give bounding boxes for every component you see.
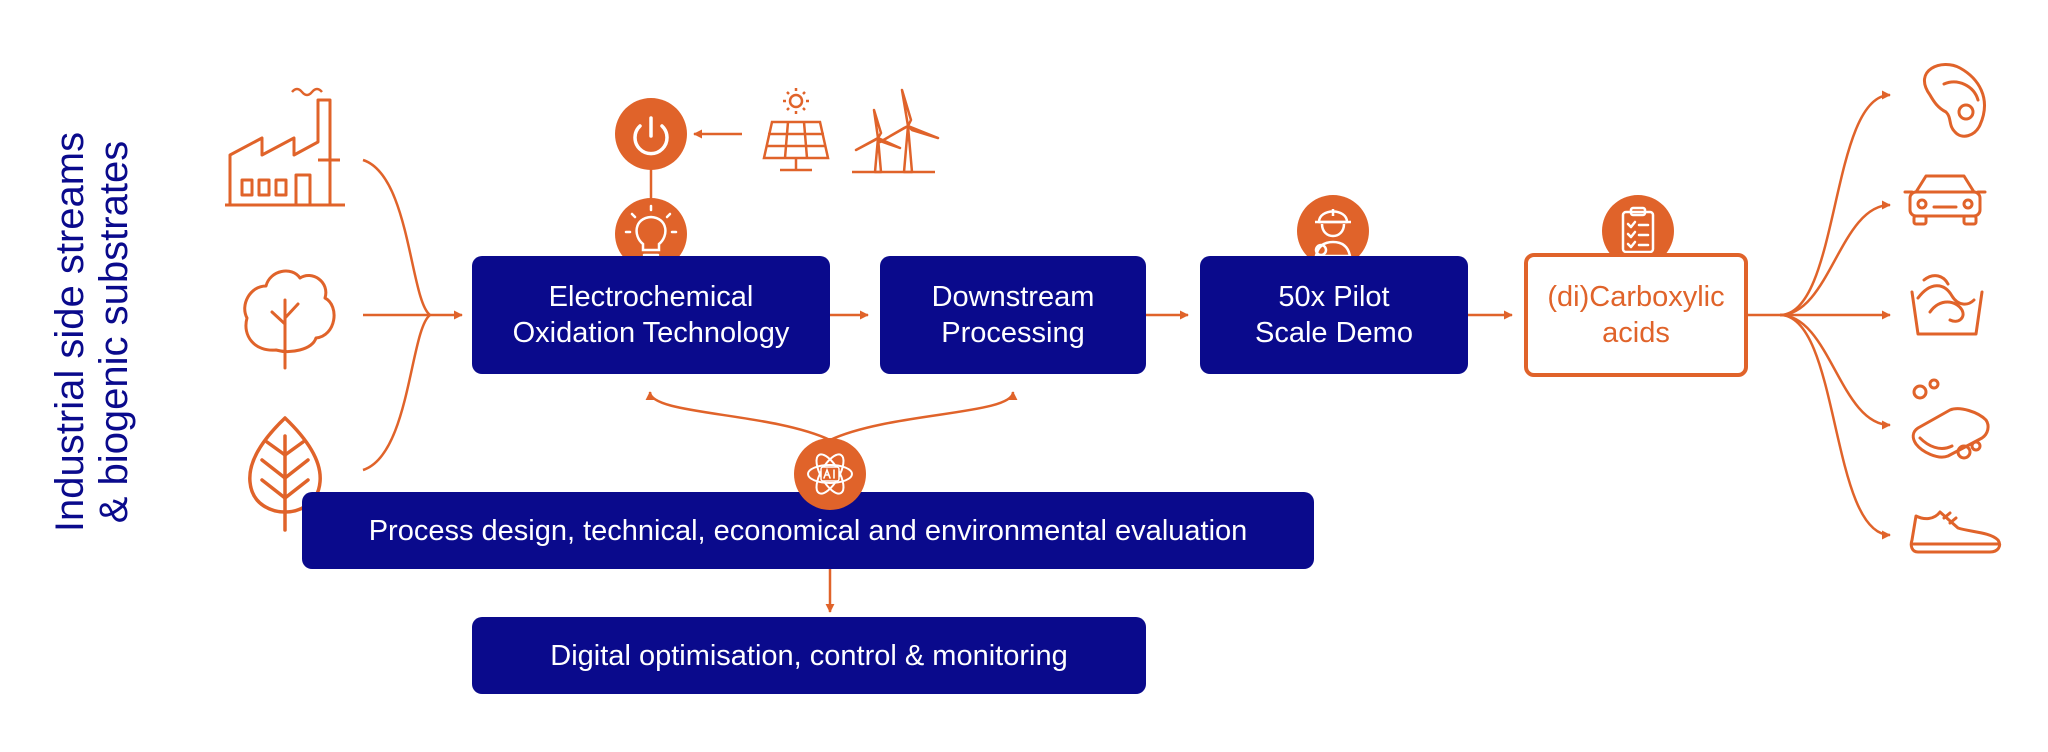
connector-leaf-to-merge [362,314,431,472]
pilot-scale-demo-line1: 50x Pilot [1278,281,1390,313]
cosmetics-face-icon [1922,63,1986,138]
power-icon [615,98,687,170]
process-evaluation-label: Process design, technical, economical an… [368,514,1248,547]
carboxylic-acids-line2: acids [1602,317,1670,349]
input-substrates-label-line1: Industrial side streams [48,131,92,533]
pilot-scale-demo-box: 50x Pilot Scale Demo [1200,256,1468,374]
wind-turbine-icon [852,88,940,174]
clipboard-checklist-icon [1602,195,1674,267]
washing-hands-icon [1910,274,1984,336]
arrow-acids-to-car [1779,200,1891,317]
factory-icon [225,87,345,207]
ai-atom-icon [794,438,866,510]
digital-optimisation-box: Digital optimisation, control & monitori… [472,617,1146,694]
process-evaluation-box: Process design, technical, economical an… [302,492,1314,569]
leaf-icon [248,416,322,532]
tree-icon [243,269,336,370]
downstream-processing-line2: Processing [941,317,1085,349]
downstream-processing-line1: Downstream [931,281,1095,313]
input-substrates-label-line2: & biogenic substrates [92,140,136,524]
arrow-acids-to-sneaker [1779,313,1891,540]
electrochemical-oxidation-line2: Oxidation Technology [512,317,790,349]
car-icon [1903,174,1987,226]
electrochemical-oxidation-box: Electrochemical Oxidation Technology [472,256,830,374]
arrow-acids-to-soap [1779,313,1891,430]
downstream-processing-box: Downstream Processing [880,256,1146,374]
engineer-icon [1297,195,1369,267]
soap-bar-icon [1911,378,1990,460]
carboxylic-acids-box: (di)Carboxylic acids [1524,253,1748,377]
connector-factory-to-merge [362,158,431,316]
digital-optimisation-label: Digital optimisation, control & monitori… [550,639,1068,672]
arrow-acids-to-cosmetics [1748,90,1891,317]
arrow-ai-to-downstream [829,391,1018,442]
electrochemical-oxidation-line1: Electrochemical [548,281,754,313]
connectors [362,90,1891,613]
lightbulb-icon [615,198,687,270]
arrow-ai-to-electrochemical [645,391,831,442]
pilot-scale-demo-line2: Scale Demo [1255,317,1413,349]
carboxylic-acids-line1: (di)Carboxylic [1547,281,1725,313]
sneaker-icon [1909,510,2002,554]
solar-panel-icon [762,88,830,172]
